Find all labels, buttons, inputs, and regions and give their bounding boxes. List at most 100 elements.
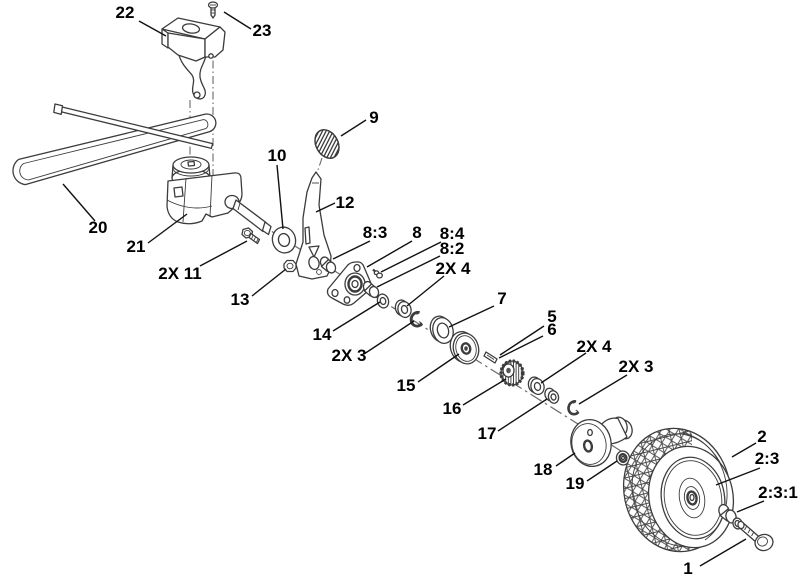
bolt1-threads [744,526,754,537]
knob-knurling [314,129,340,159]
leader-line [586,460,618,482]
spacer82-front [368,285,380,299]
part-shift-lever [295,171,332,280]
part-rod [53,103,214,150]
leader-line [406,275,445,307]
washer14-bore [379,296,387,306]
gearbox-clamp-tab [173,186,184,198]
leader-line [366,240,413,268]
housing-ear-hole [331,288,339,298]
part-bolt-11 [241,227,261,245]
part-shift-knob [314,129,340,159]
leader-line [147,213,188,244]
callout-label: 14 [313,325,332,344]
callout-21: 21 [127,213,188,256]
callout-label: 13 [231,290,250,309]
callout-label: 1 [683,559,692,578]
bolt11-threads [251,235,259,243]
leader-line [417,353,460,383]
part-washer-14 [376,293,390,309]
callout-label: 2 [757,427,766,446]
washer17-bore [550,393,557,401]
grommet-bore [277,232,291,248]
ering3b-body [567,400,580,416]
leader-line [699,538,747,567]
callout-label: 2:3 [755,449,780,468]
axle-shaft [232,199,267,233]
leader-line [497,398,548,432]
pulley-hub-ring [180,159,202,170]
hub-center-hole [582,439,594,453]
bolt11-flange [243,229,251,237]
callout-label: 16 [443,399,462,418]
part-washer-19 [615,450,631,466]
leader-line [251,268,287,297]
callout-7: 7 [448,289,507,328]
leader-line [340,119,367,137]
callout-3a: 2X 3 [332,320,415,365]
callout-1: 1 [683,538,747,578]
leader-line [462,378,507,406]
callout-2: 2 [731,427,767,458]
ering3a-body [409,310,424,328]
callout-8: 8 [366,223,422,268]
callout-label: 19 [566,474,585,493]
callout-label: 8:4 [440,224,465,243]
hub-small-hole [587,428,593,437]
housing-ear-hole [343,296,351,304]
part-spacer-8-2 [362,280,380,299]
callout-8-3: 8:3 [332,223,387,260]
part-screw [207,1,219,19]
part-wheel [612,420,735,562]
callout-19: 19 [566,460,618,493]
callout-label: 2X 11 [158,264,202,283]
lever-plate [295,171,332,280]
callout-label: 2X 3 [619,357,654,376]
bolt11-shaft [248,232,261,245]
callout-label: 2X 3 [332,346,367,365]
leader-line [199,240,248,267]
hubcap-inner-ring [663,460,723,536]
leader-line [223,11,252,30]
ering3b-lugs [572,401,579,413]
callout-label: 6 [547,320,556,339]
callout-label: 17 [478,424,497,443]
rod-cut-end [53,103,64,116]
lever-oval-hole [308,255,320,271]
washer19-bore [620,455,626,461]
callout-label: 2X 4 [577,337,613,356]
callout-20: 20 [62,183,107,237]
leader-line [138,20,167,37]
bracket-right-wall [204,26,226,58]
part-washer-17 [544,387,560,404]
callout-22: 22 [116,3,167,37]
callout-12: 12 [315,193,354,213]
callout-label: 9 [369,108,378,127]
bracket-left-flap [161,28,169,49]
callout-label: 2:3:1 [758,483,798,502]
callout-label: 2X 4 [436,259,472,278]
leader-line [315,202,336,213]
callout-label: 10 [268,146,287,165]
bolt1-socket [757,536,768,547]
leader-line [276,164,284,230]
callout-8-2: 8:2 [376,239,464,288]
part-bearing-housing [326,261,372,306]
callout-label: 15 [397,376,416,395]
callout-2-3: 2:3 [715,449,780,486]
axle-step [237,202,241,211]
bolt1-tip [737,520,745,530]
leader-line [376,255,441,288]
gearbox-ribs [166,174,213,223]
part-spacer-8-3 [319,256,337,274]
housing-ear-hole [353,263,361,273]
leader-line [578,374,628,405]
callout-15: 15 [397,353,460,395]
callout-label: 21 [127,237,146,256]
callout-3b: 2X 3 [578,357,654,405]
disc15-bore [464,346,468,351]
axle-shaft-end [261,221,272,236]
leader-line [332,301,381,332]
lever-slot-hole [304,226,311,245]
